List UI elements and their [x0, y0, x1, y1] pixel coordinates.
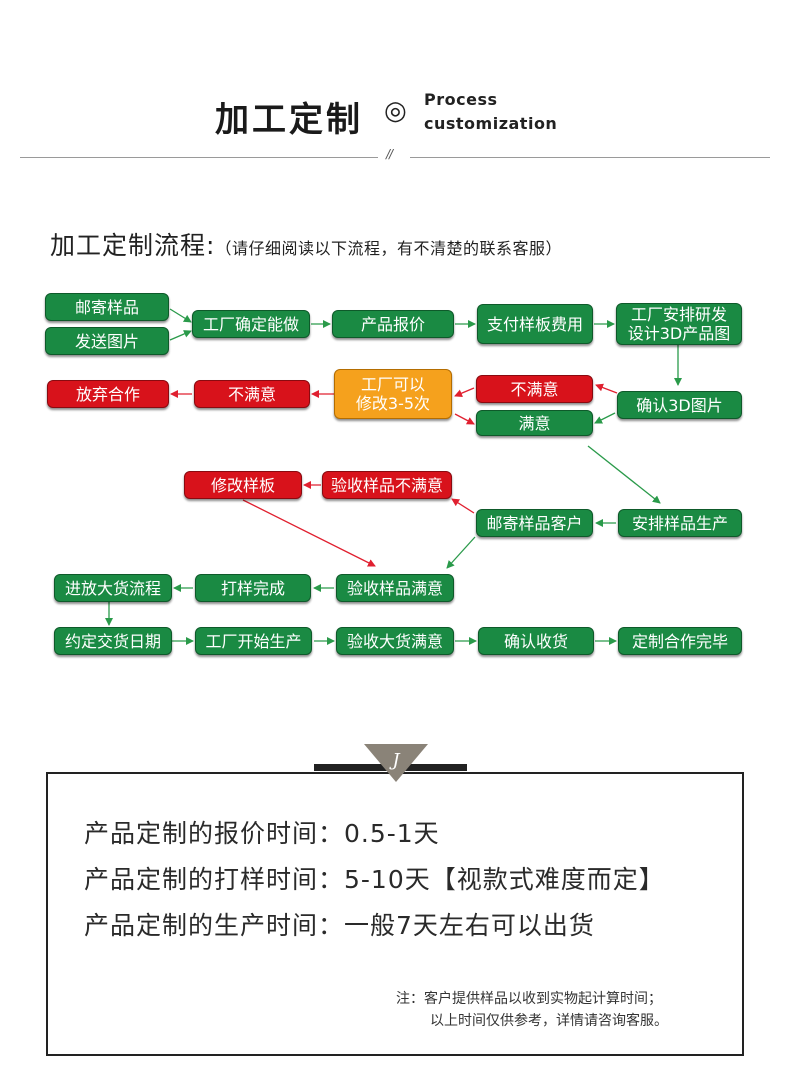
- arrow-confirm-to-satisfied: [594, 412, 616, 424]
- english-title: Process customization: [424, 88, 557, 136]
- node-design-line2: 设计3D产品图: [627, 324, 731, 343]
- arrow-mail-to-factory: [169, 308, 192, 323]
- node-factory-start: 工厂开始生产: [195, 627, 312, 655]
- node-factory-confirm: 工厂确定能做: [192, 310, 310, 338]
- node-check-bulk: 验收大货满意: [336, 627, 454, 655]
- info-quote-time: 产品定制的报价时间：0.5-1天: [84, 819, 440, 848]
- node-pay-fee: 支付样板费用: [477, 304, 593, 344]
- node-mail-customer: 邮寄样品客户: [476, 509, 593, 537]
- node-agree-delivery: 约定交货日期: [54, 627, 172, 655]
- node-modify: 工厂可以 修改3-5次: [334, 369, 452, 419]
- english-title-line1: Process: [424, 90, 498, 109]
- divider-left: [20, 157, 378, 158]
- arrow-unsatisfied-to-modify: [454, 387, 475, 397]
- arrow-pics-to-factory: [169, 330, 192, 341]
- flow-title: 加工定制流程:（请仔细阅读以下流程，有不清楚的联系客服）: [50, 226, 562, 262]
- node-sampling-done: 打样完成: [195, 574, 311, 602]
- node-complete: 定制合作完毕: [618, 627, 742, 655]
- node-confirm-3d: 确认3D图片: [617, 391, 742, 419]
- divider-right: [410, 157, 770, 158]
- english-title-line2: customization: [424, 114, 558, 133]
- arrow-confirm-to-unsatisfied: [595, 383, 618, 394]
- node-satisfied-3d: 满意: [476, 410, 593, 436]
- arrow-modify-to-sample-satisfied: [242, 499, 376, 567]
- node-modify-sample: 修改样板: [184, 471, 302, 499]
- node-confirm-receipt: 确认收货: [478, 627, 594, 655]
- info-production-time: 产品定制的生产时间：一般7天左右可以出货: [84, 911, 595, 940]
- arrow-modify-to-satisfied: [454, 413, 475, 425]
- node-design-line1: 工厂安排研发: [630, 305, 727, 324]
- badge-icon: J: [364, 744, 428, 782]
- node-send-pics: 发送图片: [45, 327, 169, 355]
- arrow-satisfied-to-arrange: [587, 445, 661, 504]
- node-sample-satisfied: 验收样品满意: [336, 574, 454, 602]
- flow-subtitle: （请仔细阅读以下流程，有不清楚的联系客服）: [215, 239, 562, 258]
- node-mass-process: 进放大货流程: [54, 574, 172, 602]
- arrow-mail-to-sample-unsatisfied: [451, 498, 475, 514]
- node-design: 工厂安排研发 设计3D产品图: [616, 303, 742, 345]
- page-title: 加工定制: [215, 100, 363, 140]
- note-line1: 注：客户提供样品以收到实物起计算时间；: [396, 991, 662, 1007]
- node-arrange-sample: 安排样品生产: [618, 509, 742, 537]
- note-line2: 以上时间仅供参考，详情请咨询客服。: [430, 1013, 668, 1029]
- node-sample-unsatisfied: 验收样品不满意: [322, 471, 452, 499]
- node-modify-line1: 工厂可以: [360, 375, 425, 394]
- node-quote: 产品报价: [332, 310, 454, 338]
- flow-title-main: 加工定制流程:: [50, 231, 216, 260]
- arrow-mail-to-satisfied: [446, 536, 476, 569]
- node-unsatisfied-final: 不满意: [194, 380, 310, 408]
- node-modify-line2: 修改3-5次: [355, 394, 431, 413]
- divider-mark: //: [386, 147, 393, 161]
- node-give-up: 放弃合作: [47, 380, 169, 408]
- circle-mark-icon: ◎: [384, 96, 407, 126]
- badge-letter: J: [388, 750, 401, 771]
- info-sample-time: 产品定制的打样时间：5-10天【视款式难度而定】: [84, 865, 665, 894]
- node-unsatisfied-3d: 不满意: [476, 375, 593, 403]
- node-mail-sample: 邮寄样品: [45, 293, 169, 321]
